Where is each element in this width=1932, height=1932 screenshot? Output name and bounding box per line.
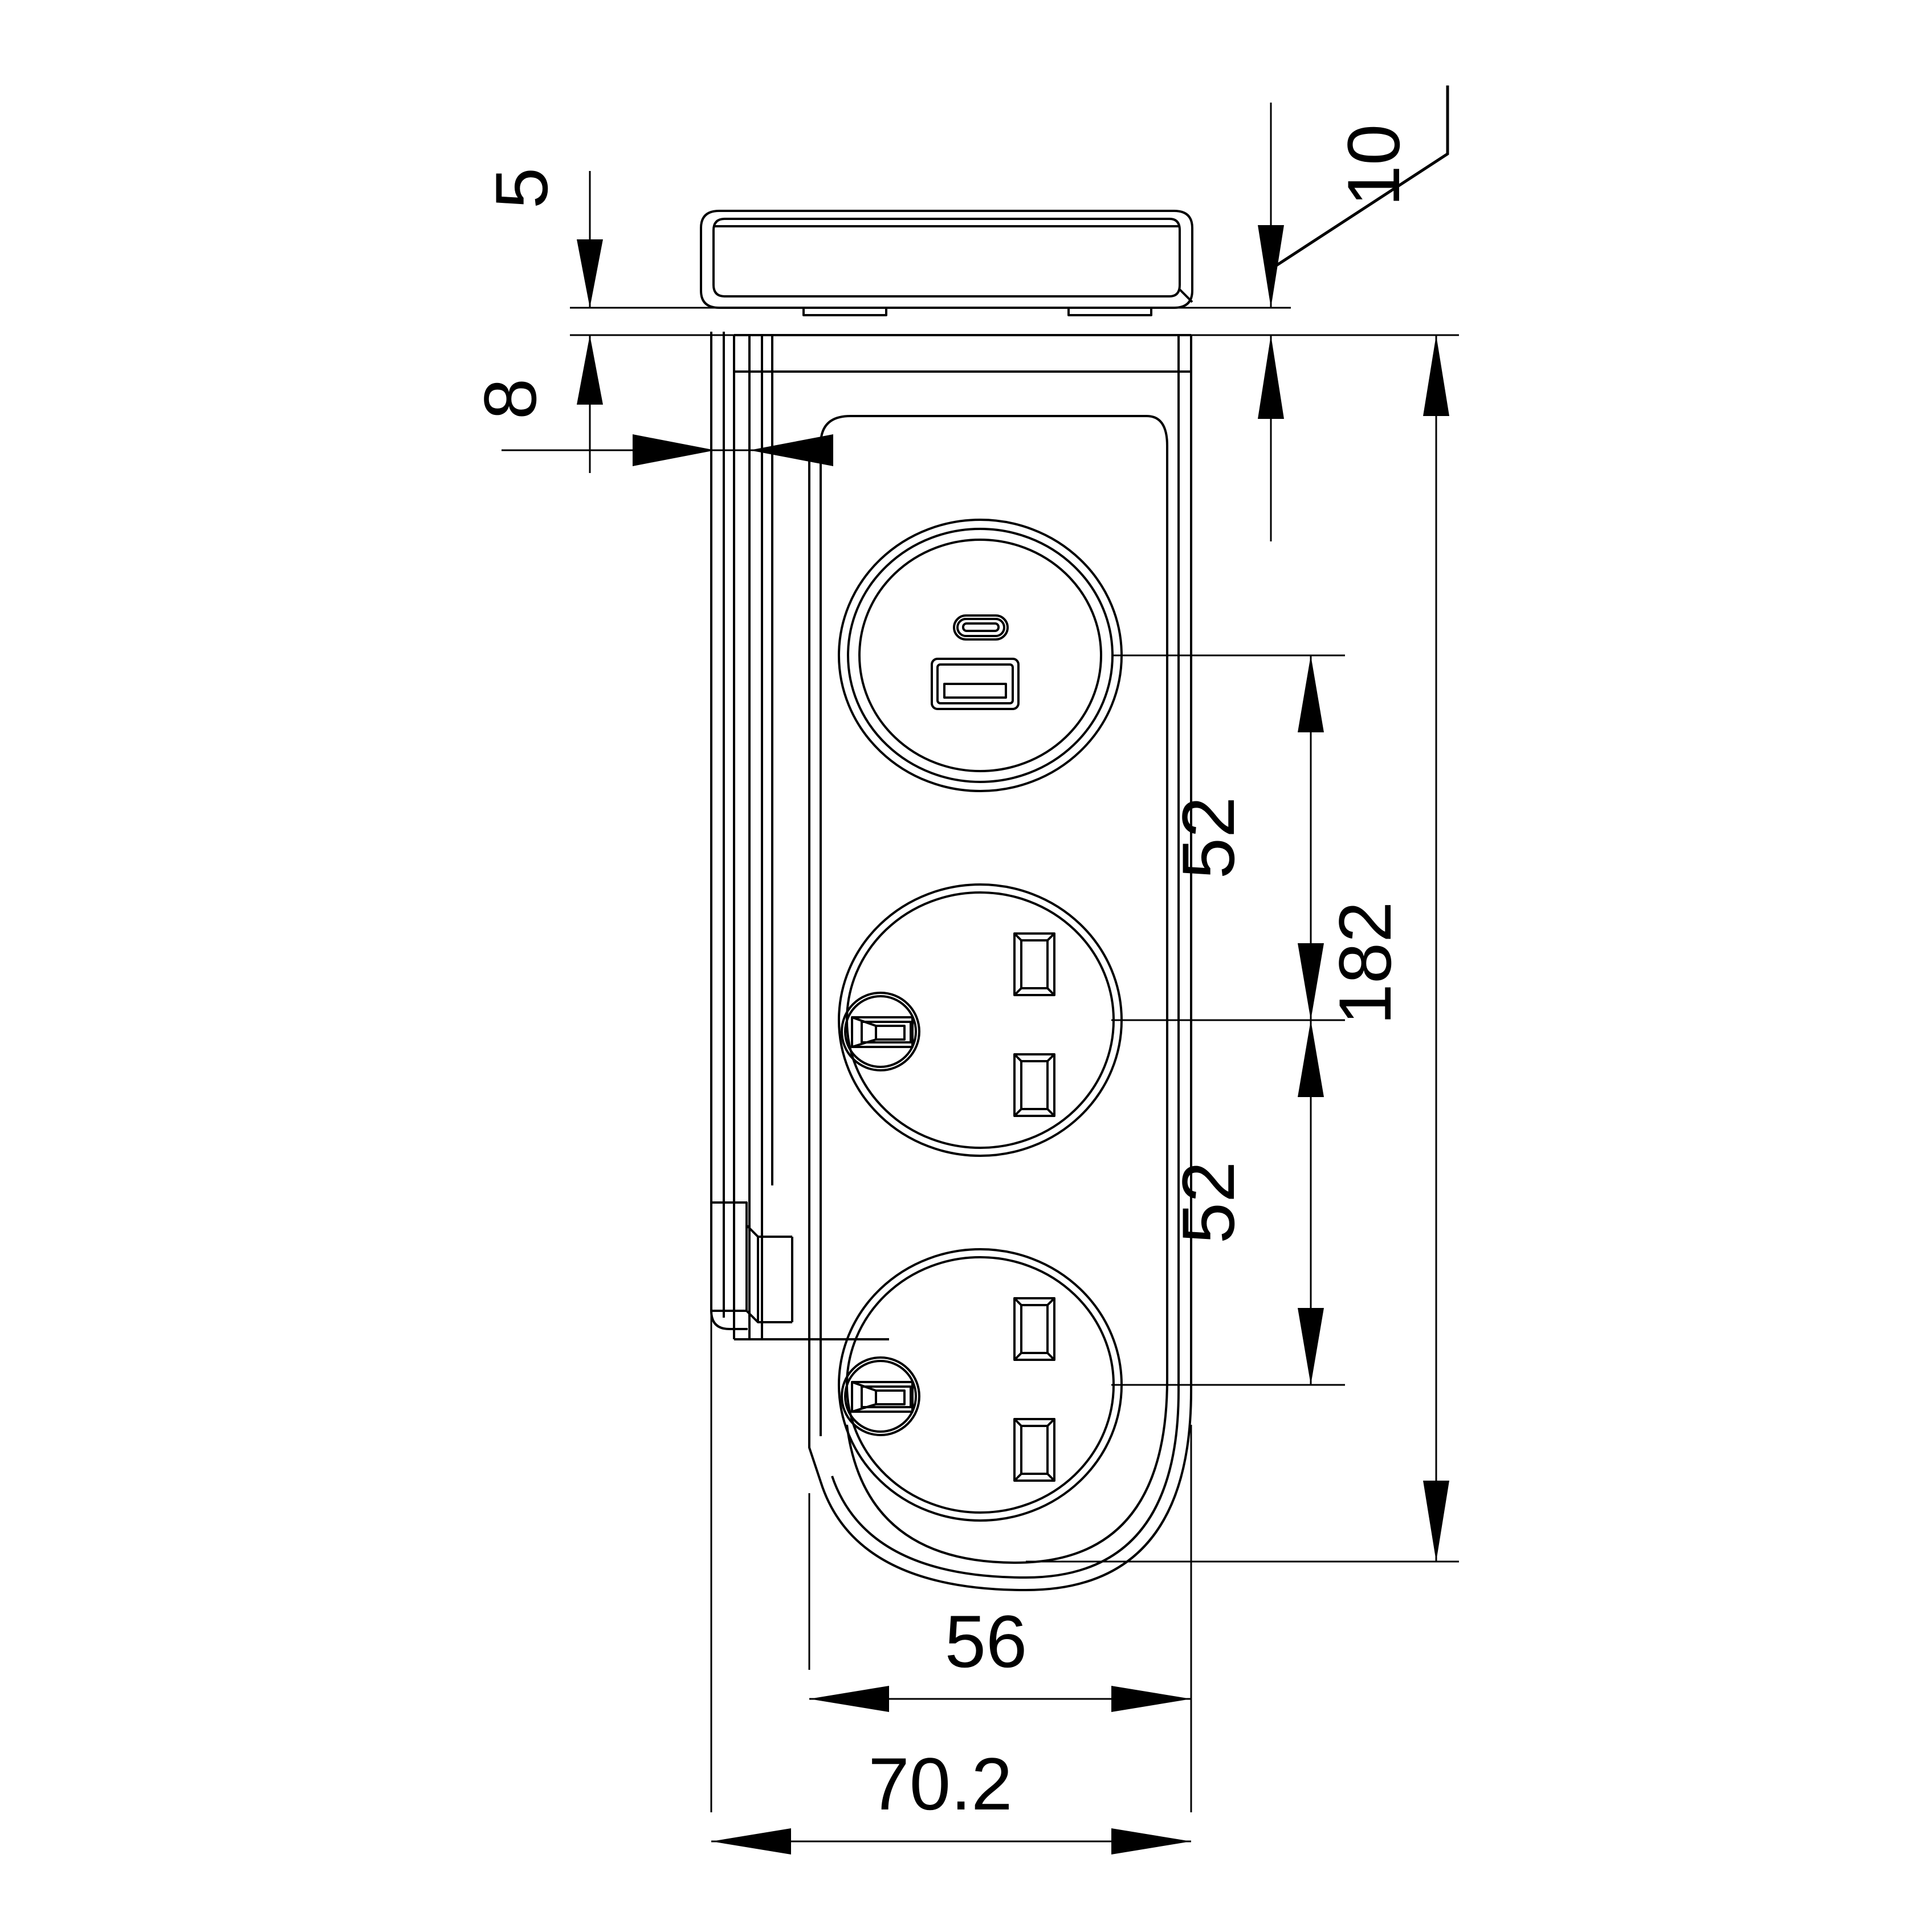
uk-socket-2[interactable] — [838, 1248, 1123, 1522]
dim-label-702: 70.2 — [868, 1742, 1012, 1825]
earth-pin-slot — [1013, 1297, 1055, 1361]
neutral-pin-slot — [1013, 1418, 1055, 1482]
dimension-8-horizontal — [616, 434, 833, 466]
dim-label-52-lower: 52 — [1167, 1161, 1250, 1244]
dim-label-8: 8 — [468, 378, 552, 419]
dim-label-56: 56 — [945, 1600, 1028, 1683]
dim-label-182: 182 — [1323, 902, 1407, 1025]
dim-label-10: 10 — [1332, 124, 1415, 207]
dimension-182 — [1423, 335, 1449, 1562]
drawing-geometry — [700, 210, 1193, 1591]
usb-charger-outlet[interactable] — [838, 519, 1123, 792]
flip-lid-assembly — [700, 210, 1193, 316]
usb-c-port — [953, 614, 1009, 641]
uk-socket-1[interactable] — [838, 883, 1123, 1157]
neutral-pin-slot — [1013, 1053, 1055, 1117]
dimension-text-layer: 5 8 10 52 52 182 56 70.2 — [468, 124, 1415, 1825]
dim-label-5: 5 — [480, 168, 563, 209]
shutter-indicator[interactable] — [841, 1356, 920, 1436]
dimension-5 — [577, 171, 603, 308]
shutter-indicator[interactable] — [841, 992, 920, 1071]
dim-label-52-upper: 52 — [1167, 797, 1250, 879]
dimension-8 — [577, 335, 603, 473]
dimension-layer — [502, 85, 1459, 1854]
dimension-56 — [809, 1686, 1191, 1712]
usb-a-port — [931, 658, 1020, 710]
faceplate-panel — [820, 415, 1168, 1564]
housing-outer-body — [710, 332, 1192, 1591]
dimension-702 — [711, 1828, 1191, 1854]
dimension-52-lower — [1298, 1020, 1324, 1385]
earth-pin-slot — [1013, 932, 1055, 996]
dimension-52-upper — [1298, 655, 1324, 1020]
